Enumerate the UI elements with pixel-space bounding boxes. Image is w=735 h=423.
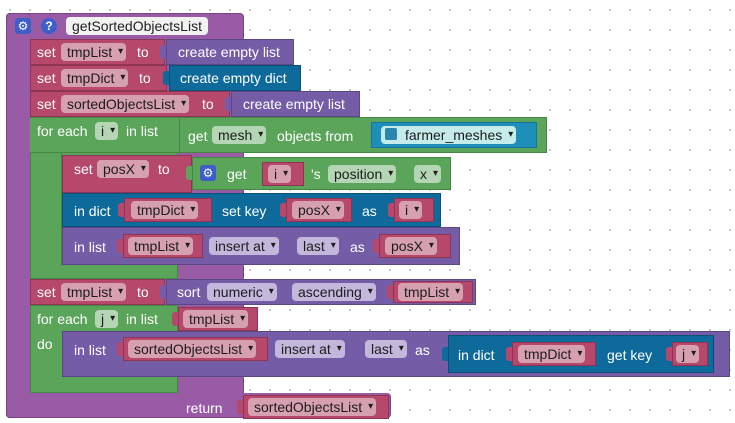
set-label: set: [74, 161, 93, 177]
variable-dropdown[interactable]: tmpDict: [518, 345, 586, 363]
sort-label: sort: [177, 284, 201, 300]
set-label: set: [37, 44, 56, 60]
component-dropdown[interactable]: farmer_meshes: [381, 126, 517, 144]
insert-mode-dropdown[interactable]: insert at: [209, 237, 279, 255]
plug: [186, 166, 192, 180]
sort-mode-dropdown[interactable]: numeric: [207, 283, 277, 301]
in-dict-label: in dict: [458, 347, 495, 363]
variable-dropdown[interactable]: j: [676, 345, 700, 363]
in-list-label: in list: [126, 123, 158, 139]
gear-icon[interactable]: ⚙: [200, 165, 216, 181]
to-label: to: [137, 284, 149, 300]
component-icon: [385, 128, 397, 140]
loop-variable-dropdown[interactable]: i: [95, 122, 119, 140]
variable-dropdown[interactable]: posX: [385, 237, 437, 255]
procedure-left-rail: [6, 13, 30, 418]
get-label: get: [188, 128, 208, 144]
in-dict-label: in dict: [74, 203, 111, 219]
create-empty-dict-block[interactable]: [169, 65, 301, 91]
variable-dropdown[interactable]: sortedObjectsList: [61, 95, 190, 113]
plug: [225, 97, 231, 111]
plug: [666, 347, 672, 361]
variable-dropdown[interactable]: tmpDict: [61, 69, 129, 87]
loop1-footer: [30, 266, 178, 279]
objects-from-label: objects from: [277, 128, 354, 144]
help-icon[interactable]: ?: [41, 18, 57, 34]
plug: [117, 342, 123, 356]
position-dropdown[interactable]: last: [297, 237, 339, 255]
plug: [237, 400, 243, 414]
return-label: return: [186, 400, 223, 416]
in-list-label: in list: [74, 239, 106, 255]
variable-dropdown[interactable]: posX: [97, 160, 149, 178]
plug: [173, 127, 179, 141]
object-type-dropdown[interactable]: mesh: [212, 126, 267, 144]
set-key-label: set key: [222, 203, 267, 219]
plug: [506, 347, 512, 361]
plug: [118, 203, 124, 217]
create-empty-list-label: create empty list: [243, 96, 345, 112]
variable-dropdown[interactable]: tmpList: [183, 310, 249, 328]
variable-dropdown[interactable]: tmpDict: [131, 201, 199, 219]
to-label: to: [202, 96, 214, 112]
create-empty-dict-label: create empty dict: [180, 70, 287, 86]
variable-dropdown[interactable]: posX: [292, 201, 344, 219]
plug: [163, 71, 169, 85]
gear-icon[interactable]: ⚙: [15, 18, 31, 34]
plug: [388, 203, 394, 217]
create-empty-list-label: create empty list: [178, 44, 280, 60]
plug: [172, 312, 178, 326]
for-each-label: for each: [37, 311, 88, 327]
variable-dropdown[interactable]: tmpList: [128, 237, 194, 255]
to-label: to: [158, 161, 170, 177]
plug: [280, 203, 286, 217]
to-label: to: [137, 44, 149, 60]
to-label: to: [139, 70, 151, 86]
for-each-label: for each: [37, 123, 88, 139]
plug: [373, 239, 379, 253]
create-empty-list-block[interactable]: [166, 39, 294, 65]
possessive-label: 's: [311, 166, 321, 182]
sort-order-dropdown[interactable]: ascending: [292, 283, 376, 301]
set-label: set: [37, 70, 56, 86]
variable-dropdown[interactable]: sortedObjectsList: [128, 340, 257, 358]
in-list-label: in list: [126, 311, 158, 327]
plug: [117, 239, 123, 253]
loop1-body-bg: [30, 153, 62, 279]
variable-dropdown[interactable]: tmpList: [398, 283, 464, 301]
property-dropdown[interactable]: position: [328, 165, 397, 183]
as-label: as: [415, 342, 430, 358]
plug: [160, 285, 166, 299]
variable-dropdown[interactable]: i: [399, 201, 423, 219]
set-label: set: [37, 96, 56, 112]
variable-dropdown[interactable]: sortedObjectsList: [248, 398, 377, 416]
axis-dropdown[interactable]: x: [414, 165, 441, 183]
do-label: do: [37, 336, 53, 352]
insert-mode-dropdown[interactable]: insert at: [275, 340, 345, 358]
create-empty-list-block[interactable]: [231, 91, 360, 117]
variable-dropdown[interactable]: i: [268, 165, 292, 183]
variable-dropdown[interactable]: tmpList: [61, 43, 127, 61]
set-label: set: [37, 284, 56, 300]
get-label: get: [227, 166, 247, 182]
plug: [160, 45, 166, 59]
loop-variable-dropdown[interactable]: j: [95, 310, 119, 328]
in-list-label: in list: [74, 342, 106, 358]
variable-dropdown[interactable]: tmpList: [61, 283, 127, 301]
plug: [387, 285, 393, 299]
get-property-block[interactable]: [192, 157, 451, 190]
get-key-label: get key: [607, 347, 653, 363]
position-dropdown[interactable]: last: [365, 340, 407, 358]
plug: [442, 347, 448, 361]
as-label: as: [362, 203, 377, 219]
procedure-name-field[interactable]: getSortedObjectsList: [66, 17, 208, 35]
as-label: as: [350, 239, 365, 255]
